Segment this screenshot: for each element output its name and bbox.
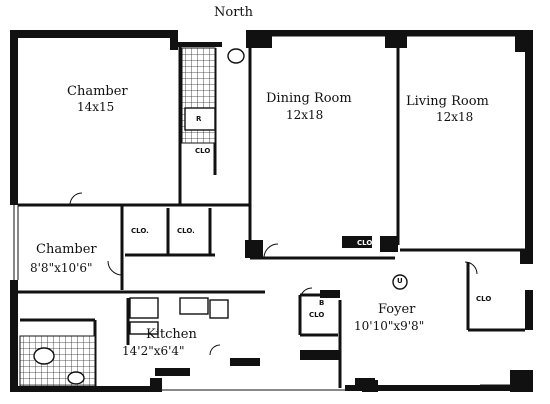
foyer-closet-b-label: B [319, 299, 325, 307]
windows [13, 31, 515, 391]
dining-dims: 12x18 [286, 108, 324, 122]
chamber2-name: Chamber [36, 242, 97, 257]
foyer-dims: 10'10"x9'8" [354, 319, 425, 333]
chamber1-dims: 14x15 [77, 100, 115, 114]
right-closet-label: CLO [476, 295, 492, 303]
chamber1-name: Chamber [67, 84, 128, 99]
bath-closet-label: CLO [195, 147, 211, 155]
compass-label: North [214, 5, 254, 20]
kitchen-name: Kitchen [146, 327, 197, 342]
kitchen-dims: 14'2"x6'4" [122, 344, 185, 358]
lower-bath-tile-floor [19, 335, 96, 387]
fixtures [33, 48, 408, 385]
door-swings [69, 192, 478, 356]
chamber2-dims: 8'8"x10'6" [30, 261, 93, 275]
dining-closet-label: CLO [357, 239, 373, 247]
foyer-fixture-symbol: U [397, 277, 403, 285]
living-dims: 12x18 [436, 110, 474, 124]
living-name: Living Room [406, 94, 489, 109]
columns [155, 236, 398, 388]
dining-name: Dining Room [266, 91, 352, 106]
closet-2-label: CLO. [177, 227, 195, 235]
closet-1-label: CLO. [131, 227, 149, 235]
interior-walls [18, 40, 525, 388]
foyer-name: Foyer [378, 302, 416, 317]
bath-fixture-symbol: R [196, 115, 202, 123]
foyer-closet-label: CLO [309, 311, 325, 319]
